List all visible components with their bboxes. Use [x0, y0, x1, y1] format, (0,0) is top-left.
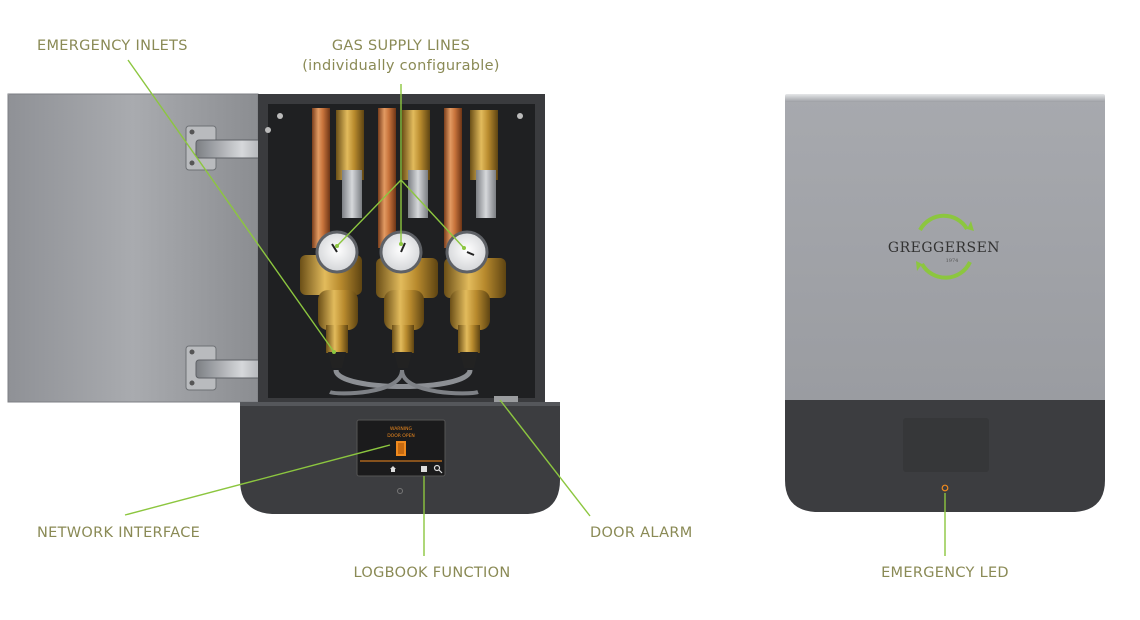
label-door-alarm: DOOR ALARM [590, 525, 693, 541]
label-gas-supply-lines-sub: (individually configurable) [302, 58, 500, 74]
callout-lines [124, 59, 946, 556]
label-gas-supply-lines: GAS SUPPLY LINES [331, 38, 471, 54]
logbook-icon[interactable] [421, 466, 427, 472]
gas-line-3 [444, 108, 506, 368]
door-alarm-sensor [494, 396, 518, 402]
hose [333, 369, 473, 389]
gas-line-2 [376, 108, 438, 368]
home-icon[interactable] [390, 466, 396, 472]
search-icon[interactable] [433, 464, 441, 472]
brand-name: GREGGERSEN [888, 240, 1000, 256]
label-logbook-function: LOGBOOK FUNCTION [353, 565, 511, 581]
brand-year: 1974 [946, 258, 959, 264]
screen-warning: WARNING [390, 426, 412, 432]
base-led [397, 488, 403, 494]
label-emergency-inlets: EMERGENCY INLETS [37, 38, 188, 54]
label-network-interface: NETWORK INTERFACE [37, 525, 201, 541]
brand-logo: GREGGERSEN 1974 [888, 213, 1000, 280]
touch-screen[interactable] [356, 419, 446, 477]
gas-line-1 [300, 108, 364, 368]
closed-unit [785, 94, 1105, 512]
screen-door-open: DOOR OPEN [387, 433, 415, 439]
emergency-led [941, 484, 949, 492]
label-emergency-led: EMERGENCY LED [881, 565, 1009, 581]
